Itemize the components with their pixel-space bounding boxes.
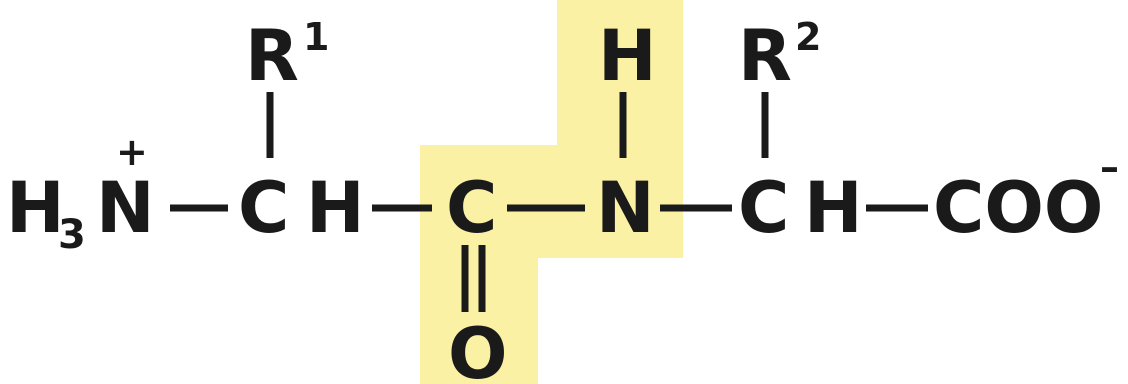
carbonyl-oxygen: O <box>448 313 508 384</box>
amino-h: H <box>6 167 65 249</box>
amino-h-subscript: 3 <box>58 212 86 258</box>
side-chain-1-index: 1 <box>303 15 329 59</box>
peptide-bond-highlight <box>420 0 683 384</box>
side-chain-1-r: R <box>245 15 299 97</box>
amide-hydrogen: H <box>598 15 657 97</box>
carboxyl-group: COO <box>933 167 1103 249</box>
side-chain-2-index: 2 <box>795 15 821 59</box>
alpha-carbon-2-h: H <box>804 167 863 249</box>
carbonyl-carbon: C <box>446 167 497 249</box>
alpha-carbon-1-h: H <box>306 167 365 249</box>
alpha-carbon-1-c: C <box>238 167 289 249</box>
amide-nitrogen: N <box>596 167 655 249</box>
amino-plus-charge: + <box>116 130 148 174</box>
side-chain-2-r: R <box>738 15 792 97</box>
carboxyl-minus-charge: – <box>1100 145 1119 189</box>
alpha-carbon-2-c: C <box>738 167 789 249</box>
amino-n: N <box>96 167 155 249</box>
